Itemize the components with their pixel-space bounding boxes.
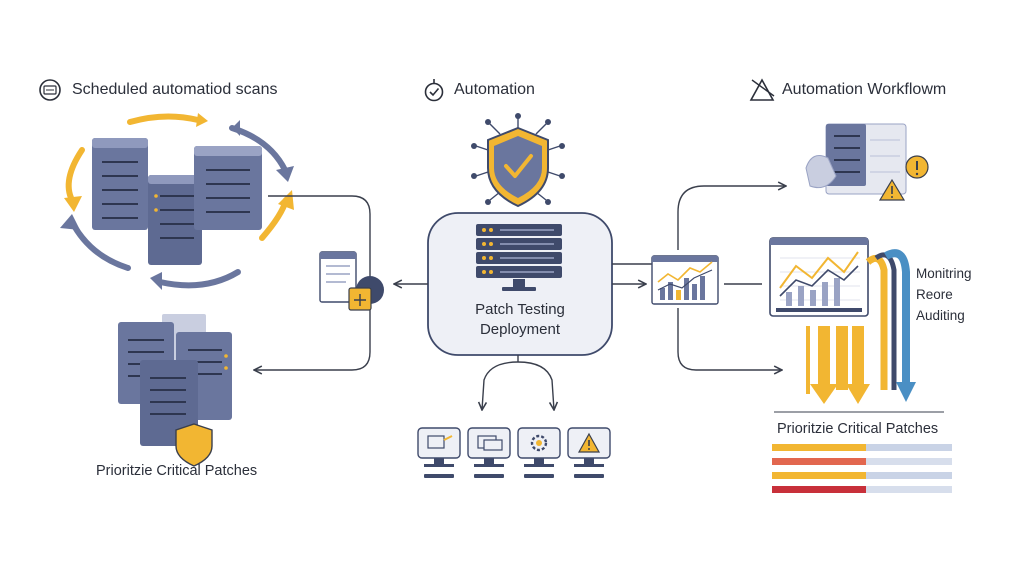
right-priority-label: Prioritzie Critical Patches <box>777 421 939 437</box>
scan-schedule-icon <box>39 79 61 101</box>
header-scheduled-scans: Scheduled automatiod scans <box>72 81 278 98</box>
scan-cycle-arrows <box>60 113 294 290</box>
reore-label: Reore <box>916 287 953 302</box>
auditing-label: Auditing <box>916 308 965 323</box>
flow-ribbons <box>806 249 916 404</box>
document-lock-icon <box>319 251 384 311</box>
server-rack-front <box>148 175 202 265</box>
server-rack-right <box>194 146 262 230</box>
gear-icon <box>517 427 561 478</box>
tool-icon-1 <box>417 427 461 478</box>
workflow-warning-icon <box>749 78 775 101</box>
alert-servers <box>805 123 929 201</box>
monitoring-screen <box>769 237 869 317</box>
server-rack-left <box>92 138 148 230</box>
patch-testing-line1: Patch Testing <box>475 301 565 318</box>
monitoring-label: Monitring <box>916 266 972 281</box>
shield-check-icon <box>471 113 565 208</box>
shield-icon <box>175 423 213 467</box>
priority-bars <box>772 411 952 493</box>
server-stack-left-bottom <box>118 314 232 446</box>
server-stack-icon <box>476 224 562 291</box>
patch-testing-line2: Deployment <box>479 321 561 338</box>
patch-testing-label: Patch Testing Deployment <box>428 300 612 340</box>
monitoring-labels: Monitring Reore Auditing <box>916 263 972 326</box>
header-automation: Automation <box>454 81 535 98</box>
tool-icon-2 <box>467 427 511 478</box>
header-automation-workflow: Automation Workflowm <box>782 81 947 98</box>
warning-icon <box>567 427 611 478</box>
left-priority-label: Prioritzie Critical Patches <box>96 463 258 479</box>
automation-check-icon <box>424 79 444 102</box>
analytics-chart-icon <box>651 255 719 305</box>
tool-icons-row <box>417 427 611 478</box>
